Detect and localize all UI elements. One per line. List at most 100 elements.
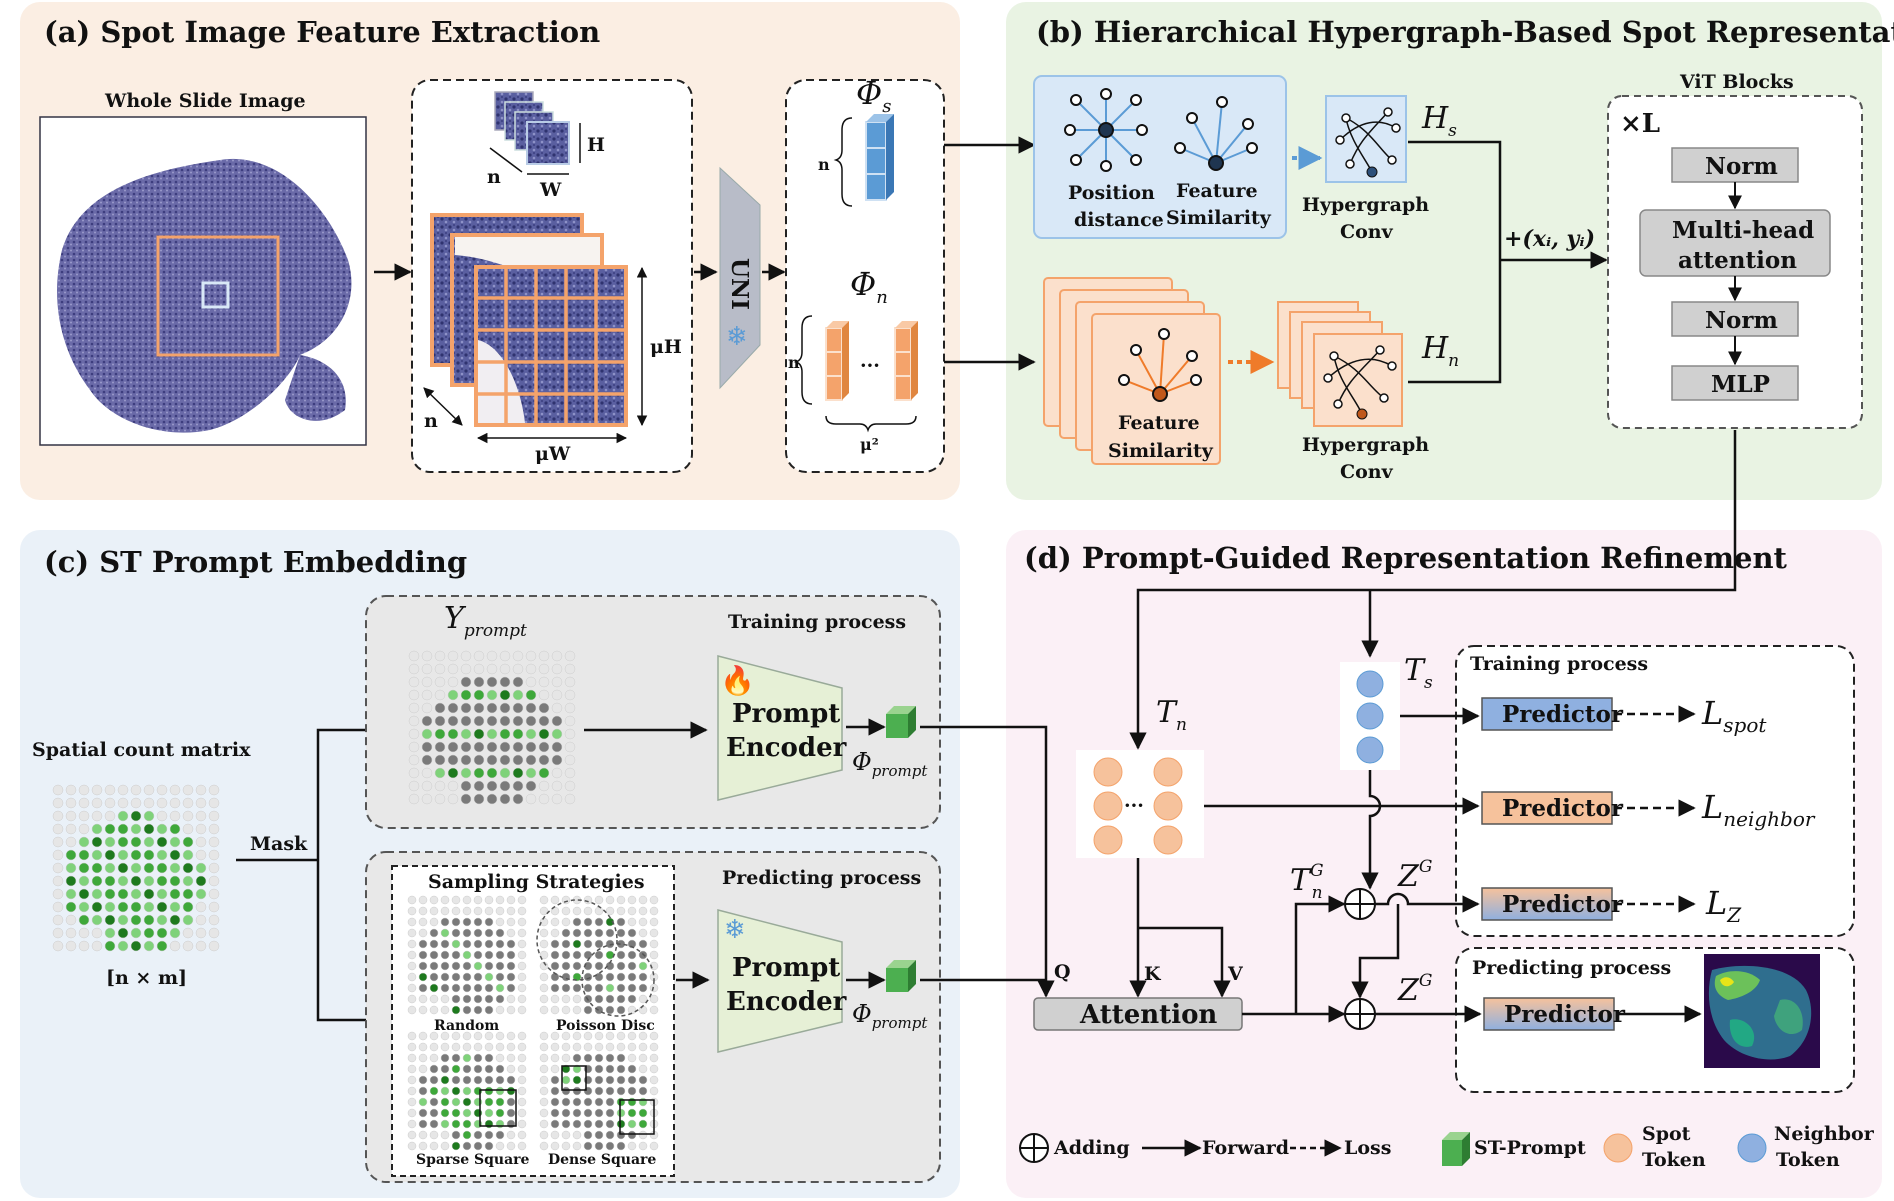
- matrix-dot: [564, 715, 576, 727]
- matrix-dot: [195, 862, 207, 874]
- matrix-dot: [525, 650, 537, 662]
- matrix-dot: [561, 961, 571, 971]
- matrix-dot: [182, 901, 194, 913]
- matrix-dot: [434, 702, 446, 714]
- matrix-dot: [627, 1097, 637, 1107]
- matrix-dot: [418, 1119, 428, 1129]
- matrix-dot: [506, 1086, 516, 1096]
- matrix-dot: [564, 650, 576, 662]
- matrix-dot: [78, 888, 90, 900]
- matrix-dot: [506, 928, 516, 938]
- matrix-dot: [512, 780, 524, 792]
- matrix-dot: [462, 1053, 472, 1063]
- predicting-process-c: Predicting process: [722, 867, 921, 889]
- matrix-dot: [408, 715, 420, 727]
- vit-norm1-box: [1671, 147, 1799, 183]
- matrix-dot: [208, 875, 220, 887]
- matrix-dot: [550, 1108, 560, 1118]
- matrix-dot: [130, 862, 142, 874]
- matrix-dot: [649, 1075, 659, 1085]
- matrix-dot: [451, 1075, 461, 1085]
- matrix-dot: [195, 914, 207, 926]
- matrix-dot: [550, 917, 560, 927]
- predicting-process-d: Predicting process: [1472, 957, 1671, 979]
- matrix-dot: [208, 849, 220, 861]
- Q-label: Q: [1054, 961, 1071, 983]
- matrix-dot: [52, 849, 64, 861]
- matrix-dot: [429, 1005, 439, 1015]
- matrix-dot: [605, 939, 615, 949]
- matrix-dot: [208, 940, 220, 952]
- matrix-dot: [495, 1005, 505, 1015]
- matrix-dot: [418, 1042, 428, 1052]
- matrix-dot: [616, 972, 626, 982]
- matrix-dot: [484, 895, 494, 905]
- matrix-dot: [572, 1130, 582, 1140]
- matrix-dot: [539, 906, 549, 916]
- matrix-dot: [143, 927, 155, 939]
- matrix-dot: [169, 914, 181, 926]
- matrix-dot: [473, 928, 483, 938]
- matrix-dot: [627, 994, 637, 1004]
- matrix-dot: [649, 917, 659, 927]
- matrix-dot: [561, 1005, 571, 1015]
- matrix-dot: [421, 728, 433, 740]
- matrix-dot: [550, 928, 560, 938]
- matrix-dot: [499, 689, 511, 701]
- matrix-dot: [572, 1064, 582, 1074]
- matrix-dot: [429, 939, 439, 949]
- matrix-dot: [408, 741, 420, 753]
- matrix-dot: [451, 961, 461, 971]
- matrix-dot: [499, 676, 511, 688]
- matrix-dot: [517, 1119, 527, 1129]
- matrix-dot: [418, 972, 428, 982]
- hypergraph-conv-top-l1: Hypergraph: [1302, 194, 1429, 216]
- matrix-dot: [486, 780, 498, 792]
- matrix-dot: [182, 836, 194, 848]
- matrix-dot: [208, 901, 220, 913]
- matrix-dot: [169, 888, 181, 900]
- matrix-dot: [462, 895, 472, 905]
- matrix-dot: [407, 1053, 417, 1063]
- matrix-dot: [550, 1053, 560, 1063]
- matrix-dot: [538, 767, 550, 779]
- matrix-dot: [499, 715, 511, 727]
- matrix-dot: [538, 702, 550, 714]
- matrix-dot: [594, 983, 604, 993]
- matrix-dot: [462, 1130, 472, 1140]
- matrix-dot: [649, 906, 659, 916]
- matrix-dot: [627, 950, 637, 960]
- matrix-dot: [638, 1075, 648, 1085]
- matrix-dot: [473, 983, 483, 993]
- matrix-dot: [462, 1005, 472, 1015]
- matrix-dot: [104, 784, 116, 796]
- matrix-dot: [506, 1064, 516, 1074]
- matrix-dot: [539, 983, 549, 993]
- matrix-dot: [616, 1031, 626, 1041]
- matrix-dot: [434, 793, 446, 805]
- matrix-dot: [52, 901, 64, 913]
- matrix-dot: [486, 689, 498, 701]
- matrix-dot: [583, 895, 593, 905]
- matrix-dot: [572, 983, 582, 993]
- matrix-dot: [473, 1141, 483, 1151]
- matrix-dot: [195, 901, 207, 913]
- matrix-dot: [605, 994, 615, 1004]
- matrix-dot: [627, 917, 637, 927]
- matrix-dot: [65, 836, 77, 848]
- matrix-dot: [473, 1130, 483, 1140]
- matrix-dot: [451, 1119, 461, 1129]
- matrix-dot: [407, 1097, 417, 1107]
- matrix-dot: [486, 793, 498, 805]
- T-n: Tn: [1156, 695, 1187, 735]
- matrix-dot: [65, 849, 77, 861]
- matrix-dot: [473, 895, 483, 905]
- connector-Hn: [1408, 260, 1502, 384]
- neighbor-feature-stack: [1043, 277, 1221, 465]
- matrix-dot: [429, 950, 439, 960]
- section-d-title: (d) Prompt-Guided Representation Refinem…: [1024, 541, 1788, 575]
- matrix-dot: [551, 754, 563, 766]
- matrix-dot: [517, 895, 527, 905]
- matrix-dot: [407, 895, 417, 905]
- matrix-dot: [407, 950, 417, 960]
